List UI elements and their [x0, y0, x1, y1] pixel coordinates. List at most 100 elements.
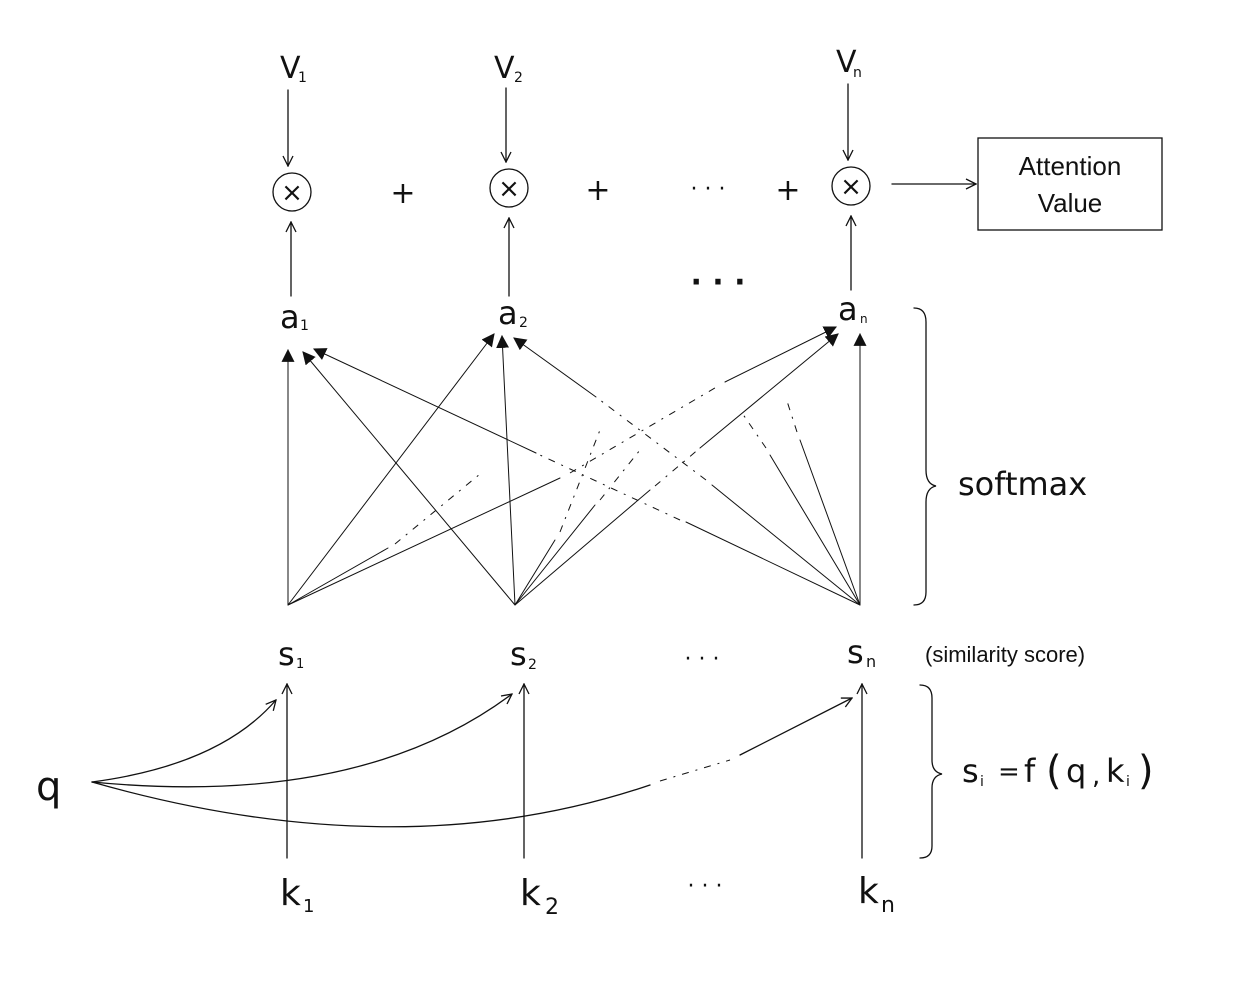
sn-to-a2-line-start — [711, 484, 861, 606]
value-v1: V 1 — [280, 51, 307, 86]
s1-to-an-line — [287, 477, 561, 606]
sn-to-a2-dashed — [599, 399, 707, 481]
s1-to-an-dashed — [569, 384, 721, 474]
s2-fan-3 — [514, 489, 651, 606]
multiply-symbol-1: × — [281, 178, 303, 208]
sn-to-a2-line-end — [513, 337, 597, 398]
sn-fan-2-dashed — [785, 397, 798, 433]
score-s2: s 2 — [510, 635, 537, 673]
similarity-brace — [919, 684, 943, 859]
sn-fan-2 — [799, 439, 861, 606]
sn-fan-1 — [769, 454, 861, 606]
key-k2: k 2 — [520, 873, 559, 920]
q-to-s1-curve — [91, 700, 276, 783]
formula-open-paren: ( — [1046, 748, 1062, 794]
key-kn-sub: n — [881, 893, 895, 918]
s2-fan-2-dashed — [599, 449, 641, 501]
score-s1: s 1 — [278, 635, 304, 673]
value-vn: V n — [836, 45, 862, 81]
key-k2-sub: 2 — [545, 895, 559, 920]
attention-value-rect — [977, 137, 1163, 231]
weight-a2-main: a — [498, 294, 518, 332]
attention-value-box: Attention Value — [977, 137, 1163, 231]
formula-lhs-sub: i — [980, 774, 984, 790]
score-sn-main: s — [847, 633, 864, 671]
value-v1-sub: 1 — [298, 70, 307, 86]
multiply-node-2: × — [489, 168, 529, 208]
softmax-label: softmax — [958, 465, 1087, 503]
q-to-sn-curve-end — [739, 698, 852, 756]
formula-comma: , — [1092, 761, 1100, 791]
multiply-symbol-n: × — [840, 172, 862, 202]
weight-a1: a 1 — [280, 298, 309, 336]
key-k1-main: k — [280, 873, 301, 914]
multiply-circle-n — [831, 166, 871, 206]
formula-lhs: s — [962, 752, 979, 790]
sn-to-a1-dashed — [539, 454, 681, 521]
query-label: q — [36, 764, 61, 810]
keys-ellipsis: · · · — [688, 874, 723, 899]
multiply-node-1: × — [272, 172, 312, 212]
attention-value-line1: Attention — [1019, 151, 1122, 181]
softmax-brace — [913, 307, 937, 606]
s2-fan-2 — [514, 504, 596, 606]
plus-sign-3: + — [775, 173, 800, 208]
weight-a1-sub: 1 — [300, 318, 309, 334]
weight-an-main: a — [838, 290, 858, 328]
sn-fan-1-dashed — [739, 409, 767, 449]
key-kn: k n — [858, 871, 895, 918]
scores-ellipsis: · · · — [685, 647, 720, 672]
weight-a1-main: a — [280, 298, 300, 336]
s1-to-an-end — [724, 326, 837, 383]
formula-q: q — [1066, 752, 1086, 790]
weight-a2-sub: 2 — [519, 315, 528, 331]
similarity-score-label: (similarity score) — [925, 642, 1085, 667]
sn-to-a1-line-end — [313, 348, 537, 454]
multiply-circle-1 — [272, 172, 312, 212]
formula-close-paren: ) — [1138, 748, 1154, 794]
s1-to-mid-line — [287, 547, 389, 606]
q-to-sn-curve-dashed — [659, 759, 731, 782]
value-v2: V 2 — [494, 51, 523, 86]
value-v2-sub: 2 — [514, 70, 523, 86]
key-kn-main: k — [858, 871, 879, 912]
similarity-formula: s i = f ( q , k i ) — [962, 748, 1154, 794]
top-ellipsis: · · · — [691, 177, 726, 202]
attention-value-line2: Value — [1038, 188, 1103, 218]
s1-to-mid-dashed — [394, 473, 481, 545]
score-sn: s n — [847, 633, 876, 671]
weight-an-sub: n — [860, 312, 868, 326]
value-v2-main: V — [494, 51, 515, 86]
weight-a2: a 2 — [498, 294, 528, 332]
score-s1-sub: 1 — [296, 657, 304, 672]
weights-ellipsis: · · · — [690, 265, 745, 300]
value-vn-main: V — [836, 45, 857, 80]
s2-fan-1-dashed — [559, 429, 601, 533]
multiply-node-n: × — [831, 166, 871, 206]
score-sn-sub: n — [866, 652, 876, 671]
formula-equals: = — [998, 757, 1020, 787]
q-to-s2-curve — [91, 694, 512, 788]
key-k2-main: k — [520, 873, 541, 914]
s1-to-a2-line — [287, 333, 495, 606]
s2-to-an-line — [699, 333, 839, 449]
score-s2-main: s — [510, 635, 527, 673]
plus-sign-1: + — [390, 176, 415, 211]
value-vn-sub: n — [853, 65, 862, 81]
score-s1-main: s — [278, 635, 295, 673]
formula-k-sub: i — [1126, 774, 1130, 790]
weight-an: a n — [838, 290, 868, 328]
formula-k: k — [1106, 752, 1125, 790]
s2-fan-3-dashed — [654, 447, 701, 487]
key-k1-sub: 1 — [303, 896, 314, 917]
multiply-circle-2 — [489, 168, 529, 208]
plus-sign-2: + — [585, 173, 610, 208]
value-v1-main: V — [280, 51, 301, 86]
key-k1: k 1 — [280, 873, 314, 917]
formula-func: f — [1024, 752, 1036, 790]
multiply-symbol-2: × — [498, 174, 520, 204]
sn-to-a1-line-start — [685, 521, 861, 606]
s2-fan-1 — [514, 539, 556, 606]
